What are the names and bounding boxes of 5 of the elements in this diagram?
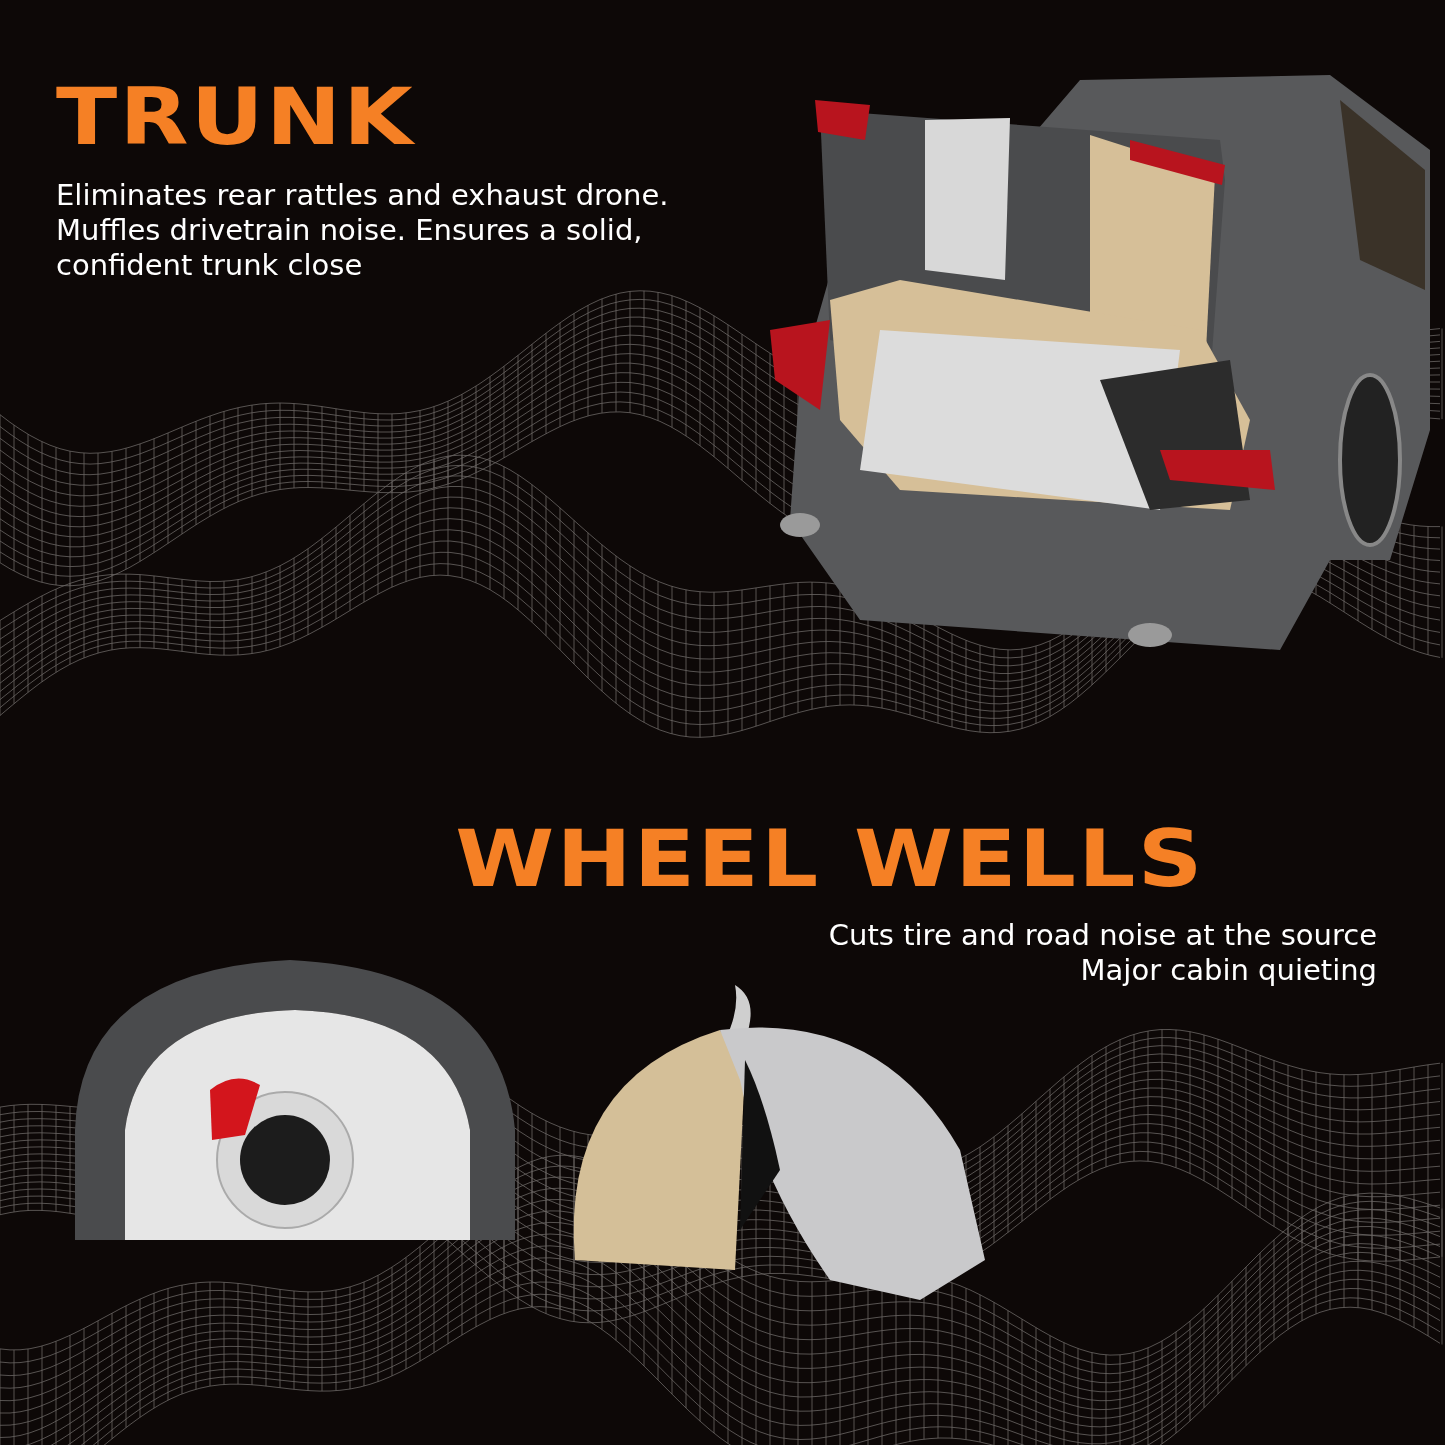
description-text: Major cabin quieting	[1080, 953, 1377, 988]
description-text: Cuts tire and road noise at the source	[828, 918, 1377, 953]
section-heading: TRUNK	[56, 72, 416, 162]
description-text: Eliminates rear rattles and exhaust drone. Muffles drivetrain noise. Ensures a solid, confident trunk close	[56, 178, 670, 283]
section-heading: WHEEL WELLS	[455, 814, 1205, 904]
